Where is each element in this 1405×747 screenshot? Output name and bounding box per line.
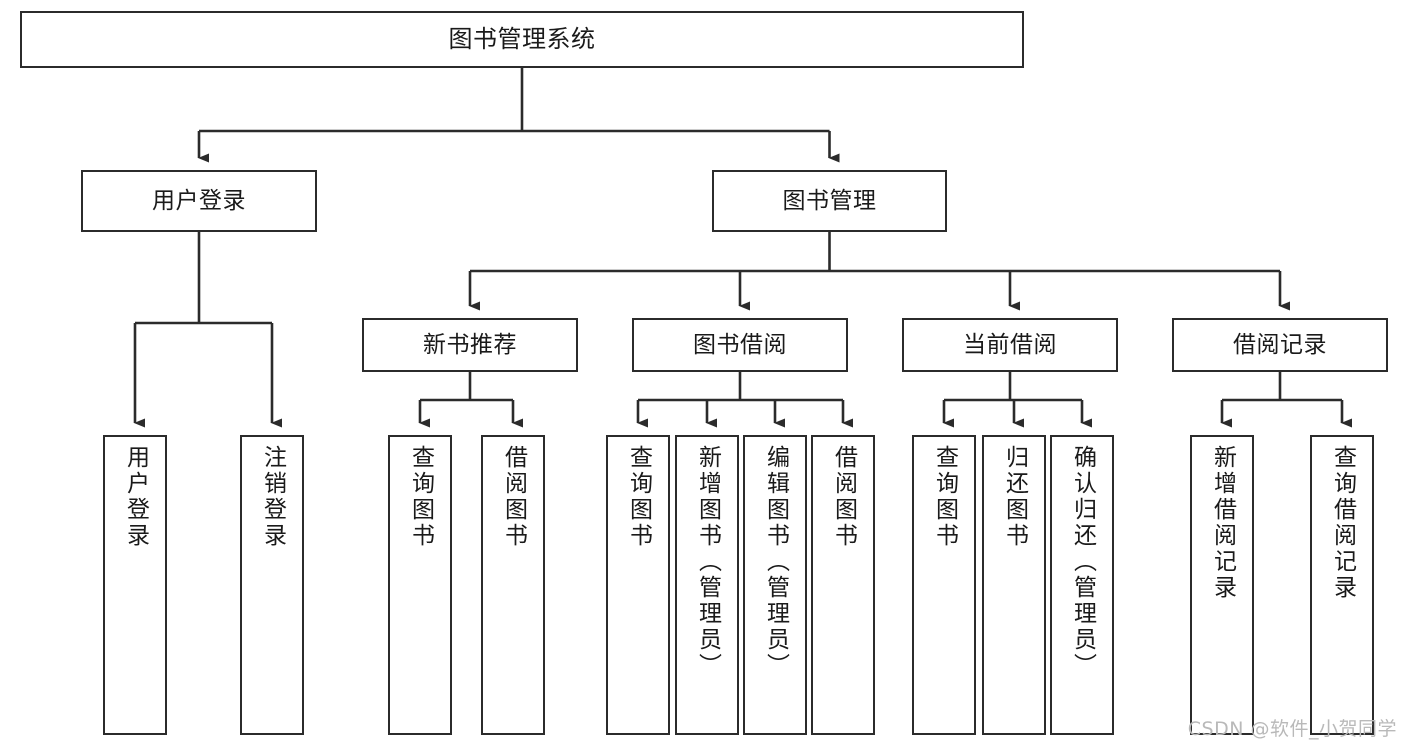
node-label: 查询图书 (625, 445, 652, 549)
node-l_borrow1[interactable]: 借阅图书 (481, 435, 545, 735)
node-label: 注销登录 (259, 445, 286, 549)
node-l_query2[interactable]: 查询图书 (606, 435, 670, 735)
node-bookmgmt[interactable]: 图书管理 (712, 170, 947, 232)
node-label: 借阅图书 (830, 445, 857, 549)
node-label: 用户登录 (122, 445, 149, 549)
node-l_return[interactable]: 归还图书 (982, 435, 1046, 735)
node-records[interactable]: 借阅记录 (1172, 318, 1388, 372)
node-l_edit[interactable]: 编辑图书（管理员） (743, 435, 807, 735)
node-label: 当前借阅 (963, 331, 1057, 358)
node-label: 图书借阅 (693, 331, 787, 358)
node-label: 借阅图书 (500, 445, 527, 549)
node-label: 确认归还（管理员） (1069, 445, 1096, 679)
node-label: 图书管理 (782, 187, 877, 214)
node-label: 归还图书 (1001, 445, 1028, 549)
node-label: 新增借阅记录 (1209, 445, 1236, 601)
node-label: 图书管理系统 (448, 24, 596, 53)
node-login[interactable]: 用户登录 (81, 170, 317, 232)
node-label: 用户登录 (152, 187, 246, 214)
node-label: 新增图书（管理员） (694, 445, 721, 679)
node-l_borrow2[interactable]: 借阅图书 (811, 435, 875, 735)
node-l_login[interactable]: 用户登录 (103, 435, 167, 735)
node-l_add[interactable]: 新增图书（管理员） (675, 435, 739, 735)
node-l_qryrec[interactable]: 查询借阅记录 (1310, 435, 1374, 735)
node-l_logout[interactable]: 注销登录 (240, 435, 304, 735)
node-label: 查询借阅记录 (1329, 445, 1356, 601)
node-current[interactable]: 当前借阅 (902, 318, 1118, 372)
node-label: 查询图书 (931, 445, 958, 549)
node-l_addrec[interactable]: 新增借阅记录 (1190, 435, 1254, 735)
node-newbook[interactable]: 新书推荐 (362, 318, 578, 372)
watermark: CSDN @软件_小贺同学 (1187, 718, 1397, 740)
node-borrow[interactable]: 图书借阅 (632, 318, 848, 372)
node-l_confirm[interactable]: 确认归还（管理员） (1050, 435, 1114, 735)
node-label: 编辑图书（管理员） (762, 445, 789, 679)
node-l_query1[interactable]: 查询图书 (388, 435, 452, 735)
node-l_query3[interactable]: 查询图书 (912, 435, 976, 735)
node-label: 新书推荐 (423, 331, 517, 358)
node-label: 查询图书 (407, 445, 434, 549)
node-root[interactable]: 图书管理系统 (20, 11, 1024, 68)
node-label: 借阅记录 (1233, 331, 1327, 358)
